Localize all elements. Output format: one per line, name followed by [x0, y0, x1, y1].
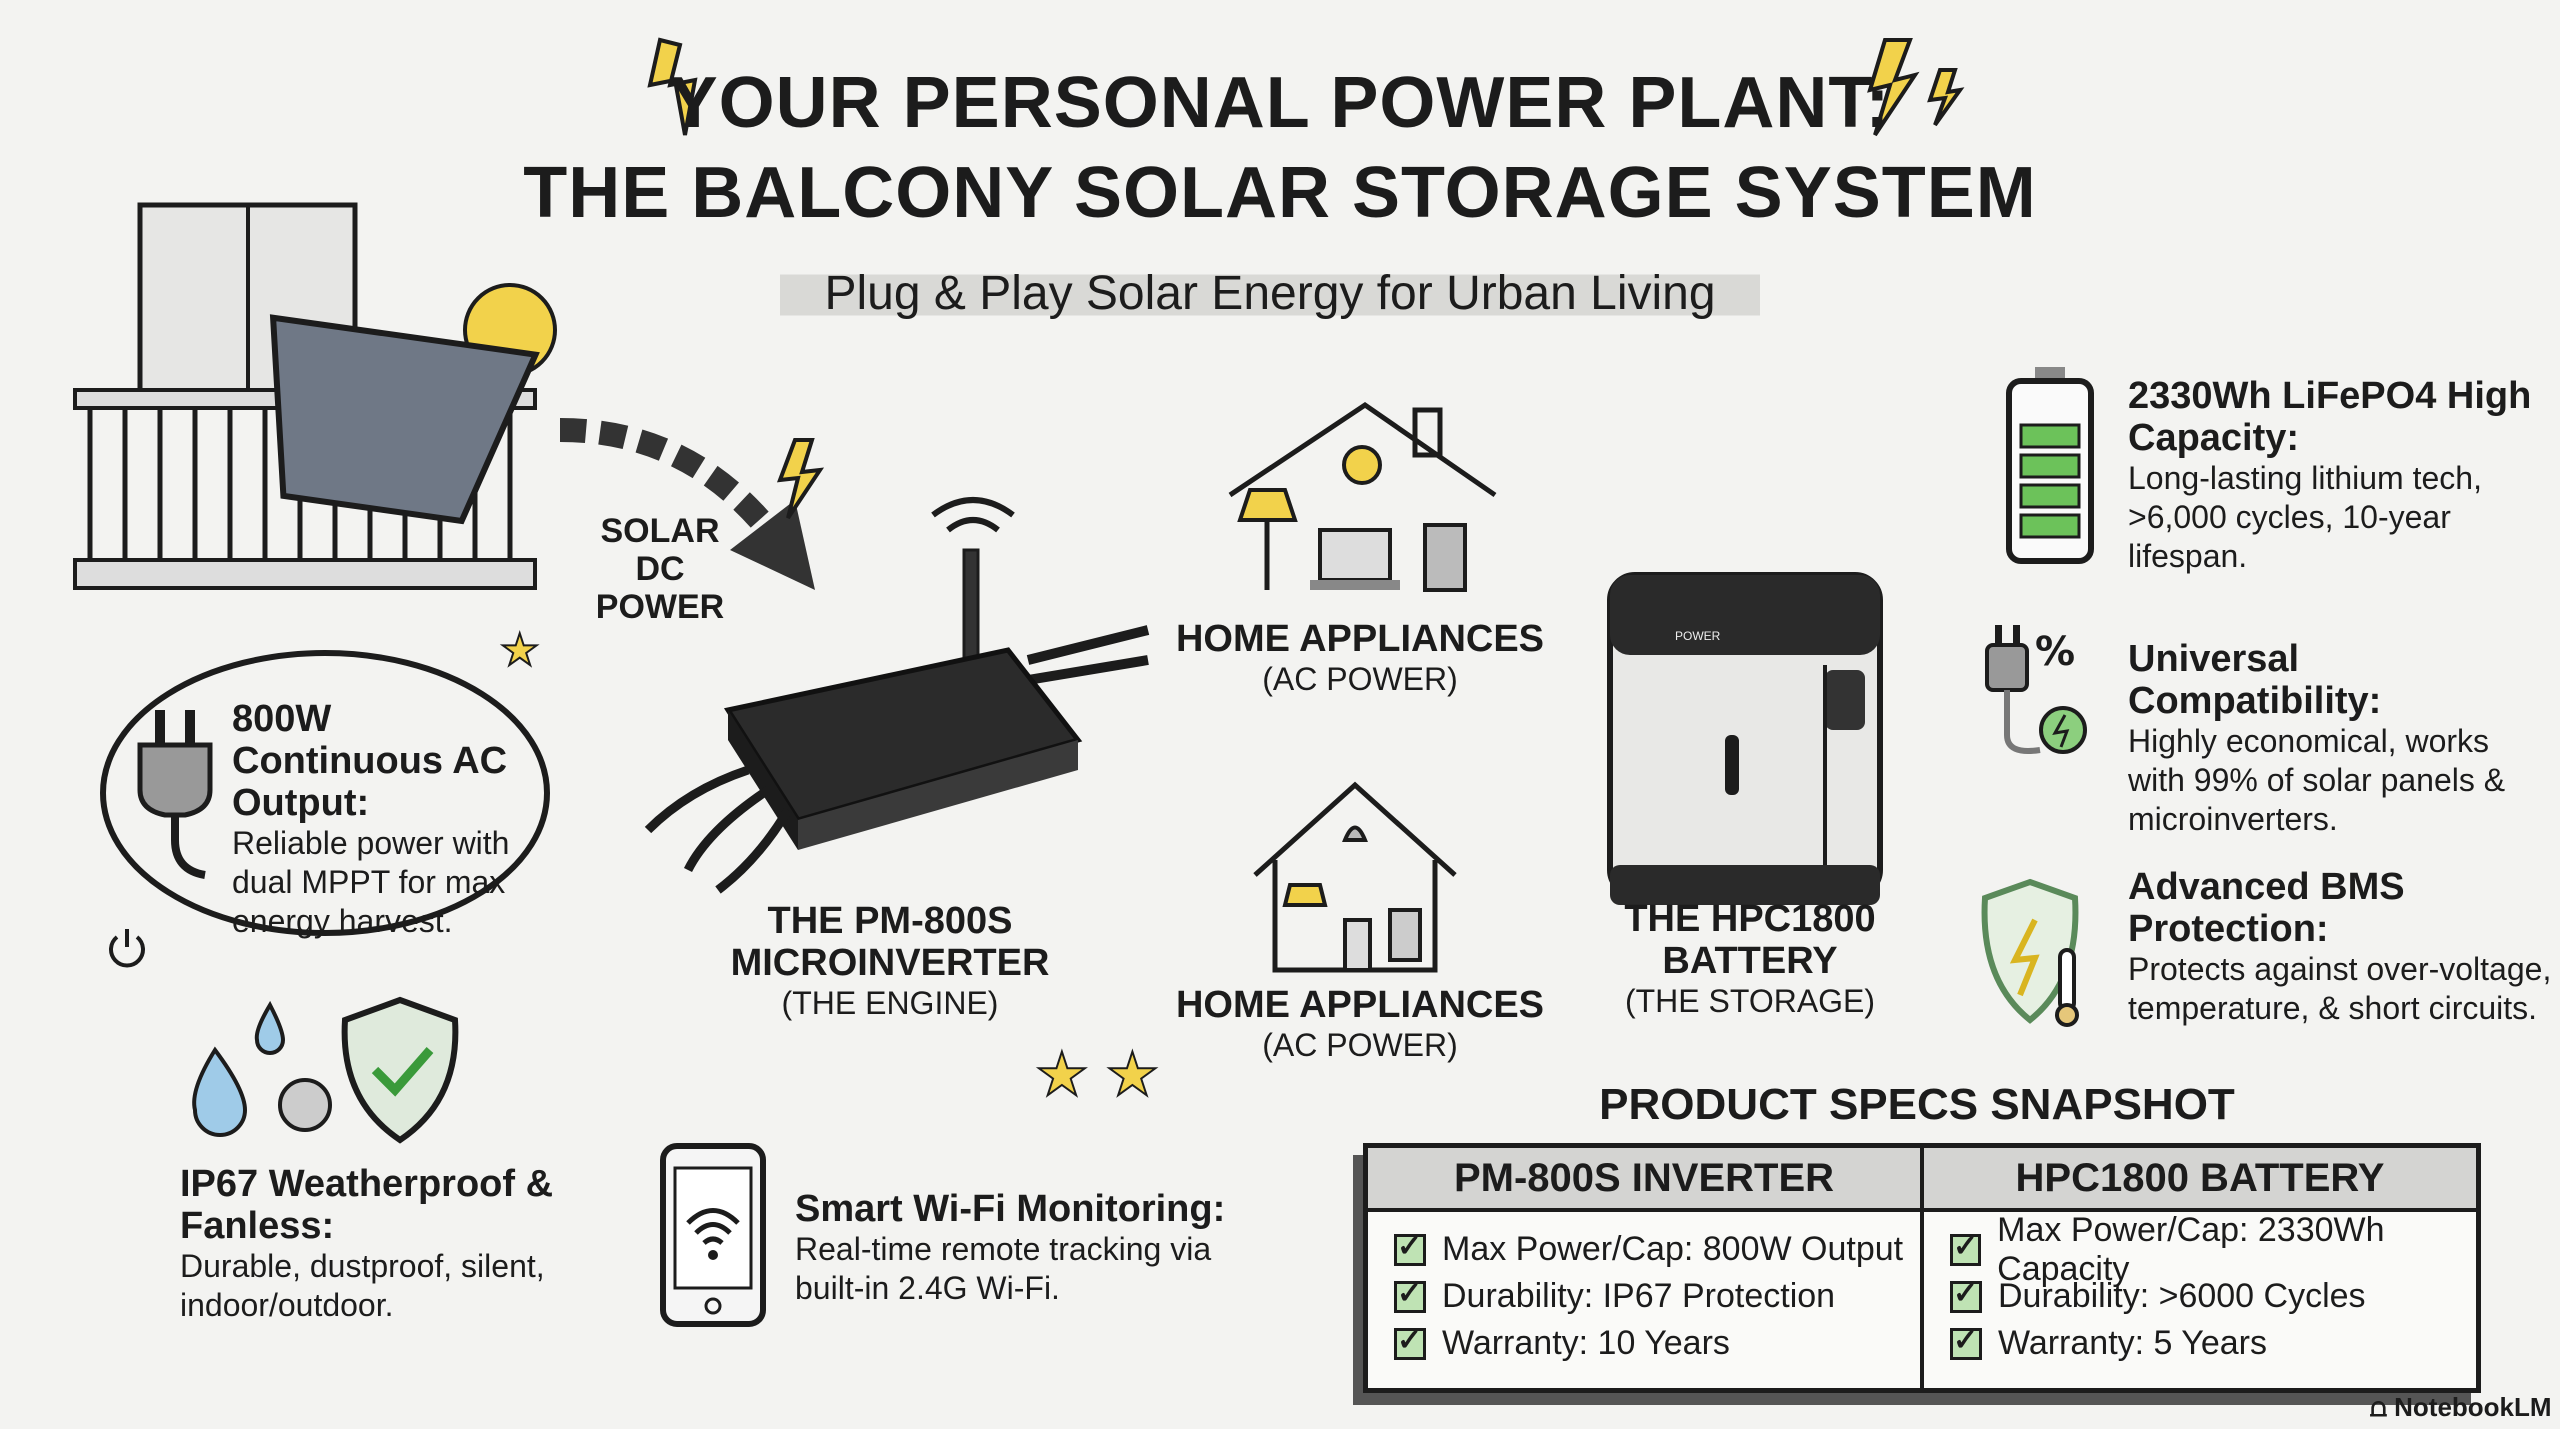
svg-text:%: % [2035, 629, 2075, 675]
home-appliances-top-label: HOME APPLIANCES(AC POWER) [1175, 618, 1545, 697]
home-appliances-bottom-label: HOME APPLIANCES(AC POWER) [1175, 984, 1545, 1063]
table-row: ✓ Warranty: 5 Years [1950, 1320, 2476, 1367]
battery-unit-illustration: POWER [1607, 572, 1883, 905]
table-row: ✓ Durability: >6000 Cycles [1950, 1273, 2476, 1320]
feature-bms: Advanced BMS Protection:Protects against… [2128, 866, 2552, 1026]
home-appliances-house-icon [1228, 401, 1497, 592]
spec-value: Durability: IP67 Protection [1442, 1277, 1836, 1315]
weatherproof-shield-icon [192, 996, 459, 1144]
specs-column-battery: ✓ Max Power/Cap: 2330Wh Capacity ✓ Durabil… [1924, 1211, 2476, 1388]
table-row: ✓ Max Power/Cap: 800W Output [1394, 1226, 1920, 1273]
specs-header-battery: HPC1800 BATTERY [2015, 1156, 2385, 1200]
table-row: ✓ Durability: IP67 Protection [1394, 1273, 1920, 1320]
home-appliances-house-icon [1253, 781, 1457, 973]
table-row: ✓ Max Power/Cap: 2330Wh Capacity [1950, 1211, 2476, 1288]
star-decoration-icon: ★ [499, 625, 540, 676]
power-flow-arrow [559, 418, 815, 590]
checkbox-icon: ✓ [1950, 1278, 1982, 1313]
speech-bubble-outline [100, 650, 550, 936]
table-row: ✓ Warranty: 10 Years [1394, 1320, 1920, 1367]
checkbox-icon: ✓ [1394, 1278, 1426, 1313]
specs-title: PRODUCT SPECS SNAPSHOT [1599, 1080, 2235, 1129]
lightning-bolt-icon [647, 37, 698, 136]
notebooklm-logo-icon: ⩍ [2370, 1392, 2395, 1422]
checkbox-icon: ✓ [1950, 1231, 1982, 1266]
plug-icon [137, 710, 213, 879]
lightning-bolt-icon [1867, 38, 1965, 137]
checkbox-icon: ✓ [1950, 1325, 1982, 1360]
specs-table: PM-800S INVERTER HPC1800 BATTERY ✓ Max Po… [1363, 1143, 2481, 1393]
title-line-1: YOUR PERSONAL POWER PLANT: [669, 63, 1891, 143]
spec-value: Warranty: 5 Years [1998, 1324, 2267, 1362]
feature-capacity: 2330Wh LiFePO4 High Capacity:Long-lastin… [2128, 375, 2532, 574]
bms-shield-icon [1981, 878, 2079, 1027]
lightning-bolt-icon [776, 438, 825, 520]
brand-watermark: ⩍ NotebookLM [2370, 1392, 2552, 1424]
feature-compatibility: Universal Compatibility:Highly economica… [2128, 638, 2506, 837]
feature-ac-output: 800W Continuous AC Output:Reliable power… [232, 698, 510, 939]
spec-value: Max Power/Cap: 800W Output [1442, 1230, 1904, 1268]
brand-name: NotebookLM [2394, 1392, 2552, 1422]
specs-header-inverter: PM-800S INVERTER [1368, 1148, 1924, 1208]
feature-wifi: Smart Wi-Fi Monitoring:Real-time remote … [795, 1188, 1226, 1306]
plug-compatibility-icon: % [1985, 625, 2087, 754]
stars-decoration-icon: ★ ★ [1034, 1040, 1160, 1109]
microinverter-illustration [644, 497, 1150, 894]
power-button-icon[interactable] [105, 925, 149, 969]
checkbox-icon: ✓ [1394, 1325, 1426, 1360]
feature-ip67: IP67 Weatherproof & Fanless:Durable, dus… [180, 1163, 554, 1323]
subtitle: Plug & Play Solar Energy for Urban Livin… [780, 262, 1760, 325]
balcony-solar-panel-illustration [73, 202, 557, 590]
smartphone-wifi-icon [660, 1143, 766, 1327]
checkbox-icon: ✓ [1394, 1231, 1426, 1266]
spec-value: Warranty: 10 Years [1442, 1324, 1730, 1362]
spec-value: Max Power/Cap: 2330Wh Capacity [1997, 1210, 2385, 1288]
title-line-2: THE BALCONY SOLAR STORAGE SYSTEM [523, 153, 2037, 233]
specs-column-inverter: ✓ Max Power/Cap: 800W Output ✓ Durability:… [1368, 1212, 1924, 1388]
spec-value: Durability: >6000 Cycles [1998, 1277, 2366, 1315]
battery-panel-text: POWER [1675, 629, 1721, 643]
battery-level-icon [2006, 367, 2094, 564]
